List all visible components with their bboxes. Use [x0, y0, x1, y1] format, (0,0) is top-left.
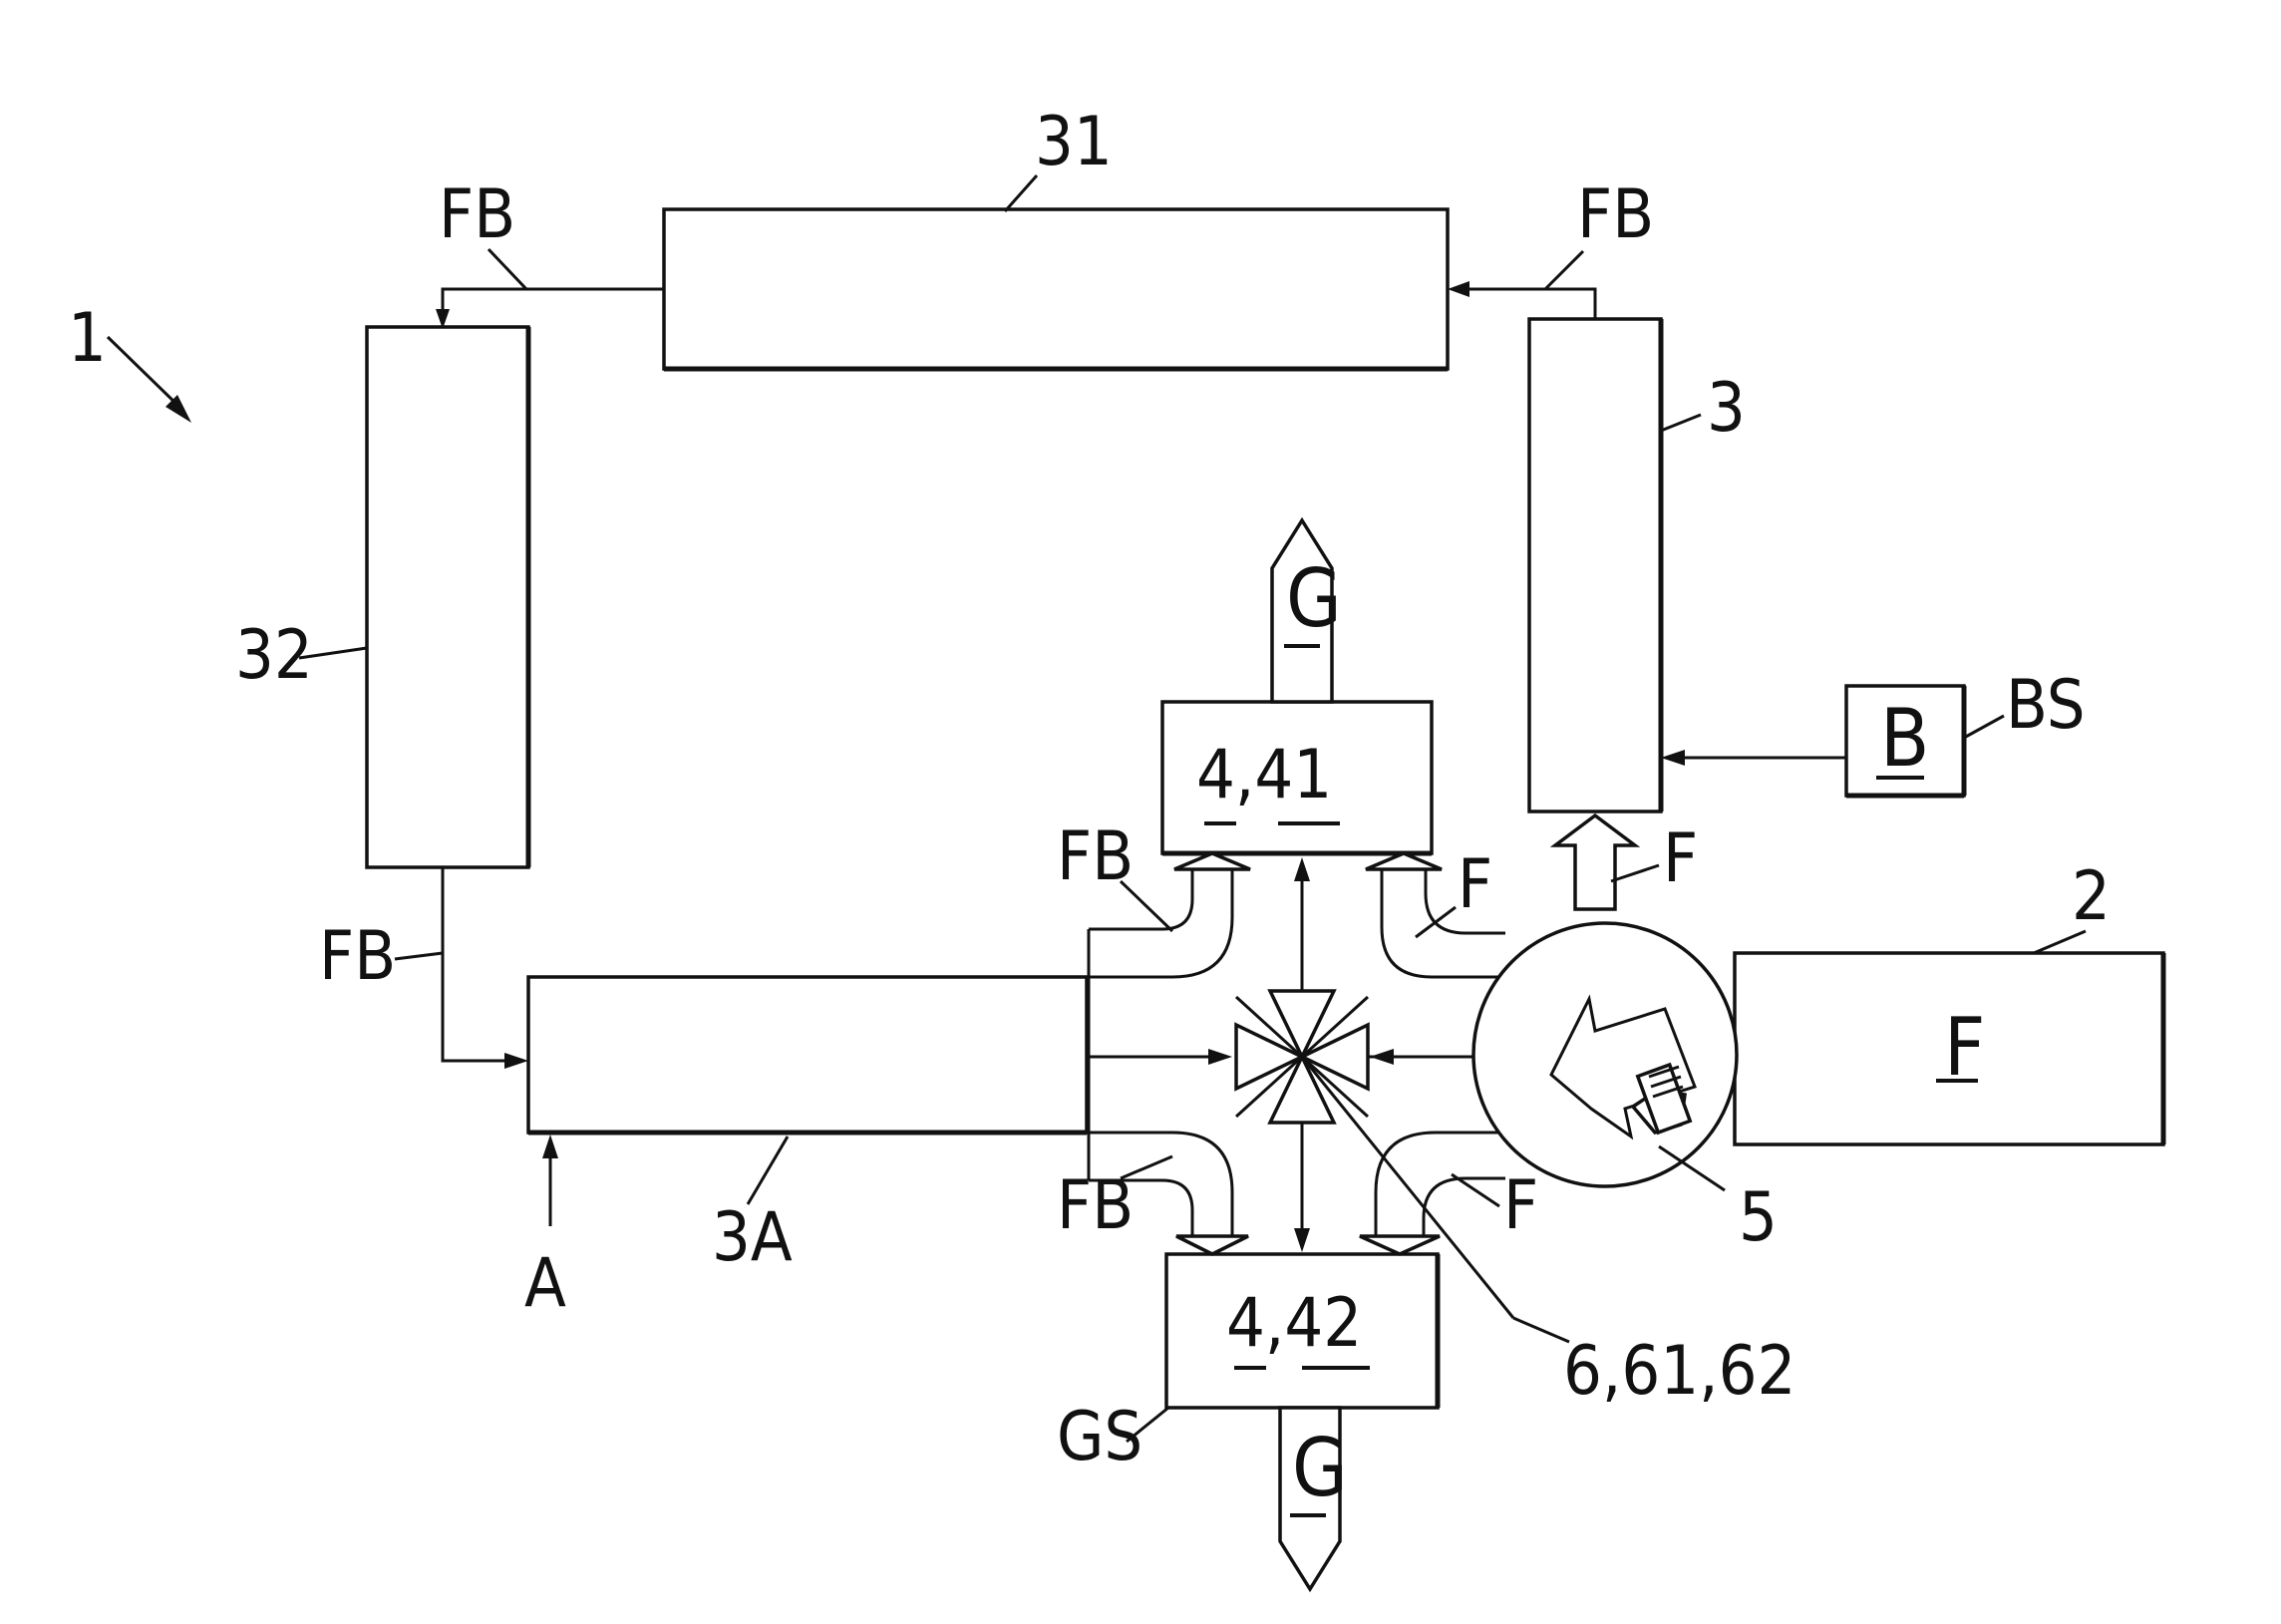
separator-42: 4,42 GS [1057, 1254, 1438, 1476]
flow-f-lower: F [1360, 1133, 1538, 1254]
flow-fb-top-left: FB [436, 175, 664, 329]
tank-2: F 2 [1735, 857, 2163, 1144]
flow-f-upper: F [1366, 845, 1505, 977]
tank-31-label: 31 [1035, 103, 1113, 181]
gas-outlet-bottom: G [1280, 1408, 1348, 1589]
separator-41: 4,41 [1162, 702, 1432, 853]
fb-top-right-label: FB [1577, 175, 1654, 254]
fb-left-arrow-icon [504, 1053, 528, 1069]
flow-fb-lower: FB [1057, 1133, 1248, 1254]
valve-down-arrow-icon [1294, 1228, 1310, 1252]
separator-42-label: 4,42 [1226, 1284, 1362, 1363]
valve-left-arrow-icon [1370, 1049, 1394, 1065]
f-upper-label: F [1458, 845, 1492, 924]
manifold-arrow-icon [1208, 1049, 1232, 1065]
tank-32-label: 32 [235, 616, 313, 695]
f-tank3-label: F [1663, 819, 1698, 898]
valve-label: 6,61,62 [1563, 1332, 1795, 1411]
tank-3: 3 [1529, 319, 1746, 812]
pump-label: 5 [1739, 1178, 1778, 1257]
tank-32: 32 [235, 327, 528, 867]
bs-label: BS [2006, 666, 2086, 745]
fb-left-label: FB [319, 917, 396, 996]
tank-2-label: 2 [2072, 857, 2111, 936]
b-inlet-arrow-icon [1661, 750, 1685, 766]
gas-outlet-top: G [1272, 520, 1342, 702]
feed-a-arrow-icon [542, 1135, 558, 1158]
feed-a-label: A [524, 1244, 566, 1323]
feed-a: A [524, 1135, 566, 1323]
separator-41-label: 4,41 [1196, 736, 1332, 814]
flow-fb-left: FB [319, 867, 528, 1069]
fb-top-left-label: FB [439, 175, 515, 254]
f-lower-label: F [1503, 1166, 1538, 1245]
system-reference: 1 [68, 299, 191, 423]
system-label: 1 [68, 299, 107, 378]
b-source: B BS [1661, 666, 2086, 796]
tank-3-label: 3 [1707, 369, 1746, 448]
gas-top-label: G [1286, 552, 1342, 645]
gas-bottom-label: G [1292, 1422, 1348, 1514]
b-source-label: B [1880, 692, 1929, 785]
tank-31: 31 [664, 103, 1448, 369]
fb-top-right-arrow-icon [1448, 281, 1469, 297]
tank-3a: 3A [528, 977, 1087, 1277]
valve-up-arrow-icon [1294, 857, 1310, 881]
flow-f-tank3: F [1555, 815, 1698, 909]
tank-3a-label: 3A [712, 1198, 793, 1277]
flow-fb-top-right: FB [1448, 175, 1654, 319]
